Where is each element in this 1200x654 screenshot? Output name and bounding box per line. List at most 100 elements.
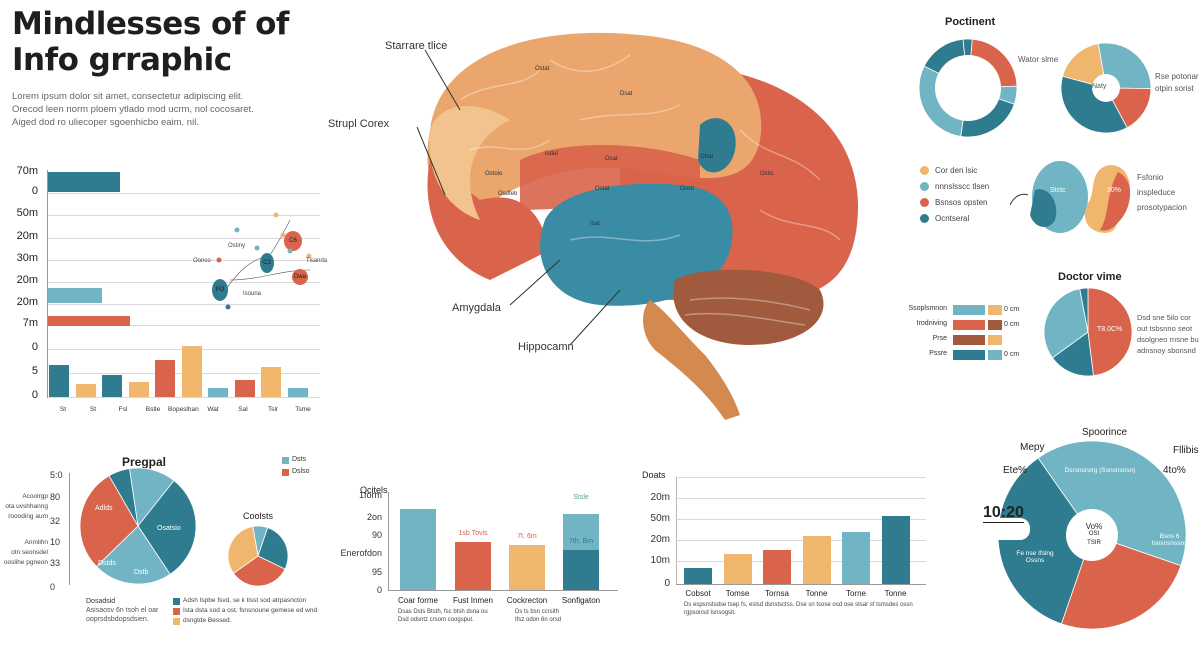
y-tick: 33 (50, 558, 61, 568)
legend-swatch (282, 457, 289, 464)
network-node (292, 269, 308, 285)
brain-cerebellum (673, 269, 824, 345)
vertical-bar (234, 380, 255, 397)
donut-hole (1092, 74, 1120, 102)
side-label: otn seonsdel (11, 549, 48, 556)
legend-label: Cor den lsic (935, 166, 978, 175)
brain-region-tag: Dsat (620, 91, 633, 97)
y-tick: 50m (16, 207, 38, 219)
big-donut-chart (990, 440, 1187, 630)
side-label: ota uvshhanng (5, 503, 48, 510)
y-tick: 20m (16, 274, 38, 286)
donut-label: Spoorince (1082, 427, 1128, 438)
row-label: Irodniving (916, 320, 947, 327)
y-tick: 95 (371, 567, 382, 577)
row-label: Ssoplsmnon (908, 305, 947, 312)
network-diagram (212, 212, 312, 310)
legend-swatch (920, 214, 929, 223)
legend-label: Bsnsos opsten (935, 198, 988, 207)
brain-region-tag: Ostat (535, 66, 550, 72)
legend-swatch (282, 469, 289, 476)
brain-region-tag: Ousit (680, 186, 694, 192)
y-tick: 90 (371, 530, 382, 540)
doctor-vime-slice-label: T8.0C% (1097, 326, 1123, 333)
data-label: 1sb Tovis (458, 530, 488, 538)
brain-label-hippocampus: Hippocamn (518, 341, 574, 353)
doctor-vime-pie (1043, 287, 1133, 377)
pregpal-caption-title: Dosadsid (86, 598, 116, 605)
row-value: 0 cm (1004, 351, 1020, 358)
gridline (676, 561, 926, 562)
network-node-label: Dwa (293, 274, 306, 280)
wator-slme-center: Naty (1092, 83, 1107, 90)
blob-right-label: 30% (1107, 187, 1122, 194)
brain-label-cortex: Strupl Corex (328, 118, 390, 130)
network-dot (225, 304, 231, 310)
pie-slice (227, 525, 259, 574)
side-label: Acoolrgp (22, 493, 48, 500)
row-bar (953, 335, 985, 345)
donut-center-text: OSt (1088, 531, 1100, 537)
x-tick: Cobsot (685, 589, 711, 598)
legend-label: Dslso (292, 468, 310, 475)
gridline (48, 193, 320, 194)
x-tick: Tomse (725, 589, 750, 598)
gridline (676, 540, 926, 541)
network-dot (216, 257, 222, 263)
x-tick: Tornsa (764, 589, 789, 598)
chart-title: Doats (642, 470, 666, 480)
x-tick: Sal (238, 406, 248, 413)
y-tick: 20m (650, 492, 670, 503)
y-tick: 20m (650, 534, 670, 545)
x-tick: Wat (207, 406, 219, 413)
x-tick: St (89, 406, 97, 413)
brain-region-tag: Obat (700, 154, 713, 160)
coolsts-title: Coolsts (243, 511, 274, 521)
y-tick: 0 (50, 582, 56, 592)
donut-label: Mepy (1020, 442, 1045, 453)
network-dot (234, 227, 240, 233)
note-text: Adsh Ispbe fsvd, se k tisst sod atrpasnc… (183, 597, 307, 604)
x-tick: Tonne (884, 589, 907, 598)
gridline (676, 519, 926, 520)
y-tick: 7m (22, 317, 38, 329)
wator-slme-pie (1060, 42, 1152, 134)
gridline (48, 260, 320, 261)
note-swatch (173, 608, 180, 615)
wator-side-text: otpin sorist (1155, 84, 1194, 93)
y-axis (388, 492, 389, 591)
pregpal-slice-label: Adlds (95, 505, 113, 512)
brain-region-tag: Isdat (545, 151, 558, 157)
donut-label: 4to% (1163, 465, 1186, 476)
vertical-bar (261, 367, 281, 397)
network-label: Isouna (243, 291, 262, 297)
y-axis (676, 477, 677, 584)
donut-hole (935, 55, 1001, 121)
y-axis (47, 170, 48, 398)
network-label: Tisanda (306, 258, 328, 264)
pregpal-slice-label: Dstds (98, 560, 116, 567)
lead-paragraph: Lorem ipsum dolor sit amet, consectetur … (12, 91, 254, 128)
side-text: Dsd sne 5ilo cor (1137, 313, 1191, 322)
gridline (48, 397, 320, 398)
brain-label-amygdala: Amygdala (452, 302, 501, 314)
network-label: Ostiny (228, 243, 246, 249)
y-tick: 80 (50, 492, 61, 502)
brain-region-tag: Ostoio (485, 171, 503, 177)
slice-label: Bsns 6 Isnsnsnssns (1151, 533, 1188, 547)
gridline (676, 477, 926, 478)
row-value: 0 cm (1004, 321, 1020, 328)
bar (509, 545, 545, 590)
y-tick: 0 (664, 578, 670, 589)
pregpal-caption: ooprsdsbdopsdsien. (86, 616, 149, 623)
bar (723, 554, 752, 584)
y-tick: 0 (376, 585, 382, 595)
y-tick: 10m (650, 555, 670, 566)
blob-left-label: Stctc (1050, 187, 1066, 194)
pregpal-pie (79, 467, 197, 585)
